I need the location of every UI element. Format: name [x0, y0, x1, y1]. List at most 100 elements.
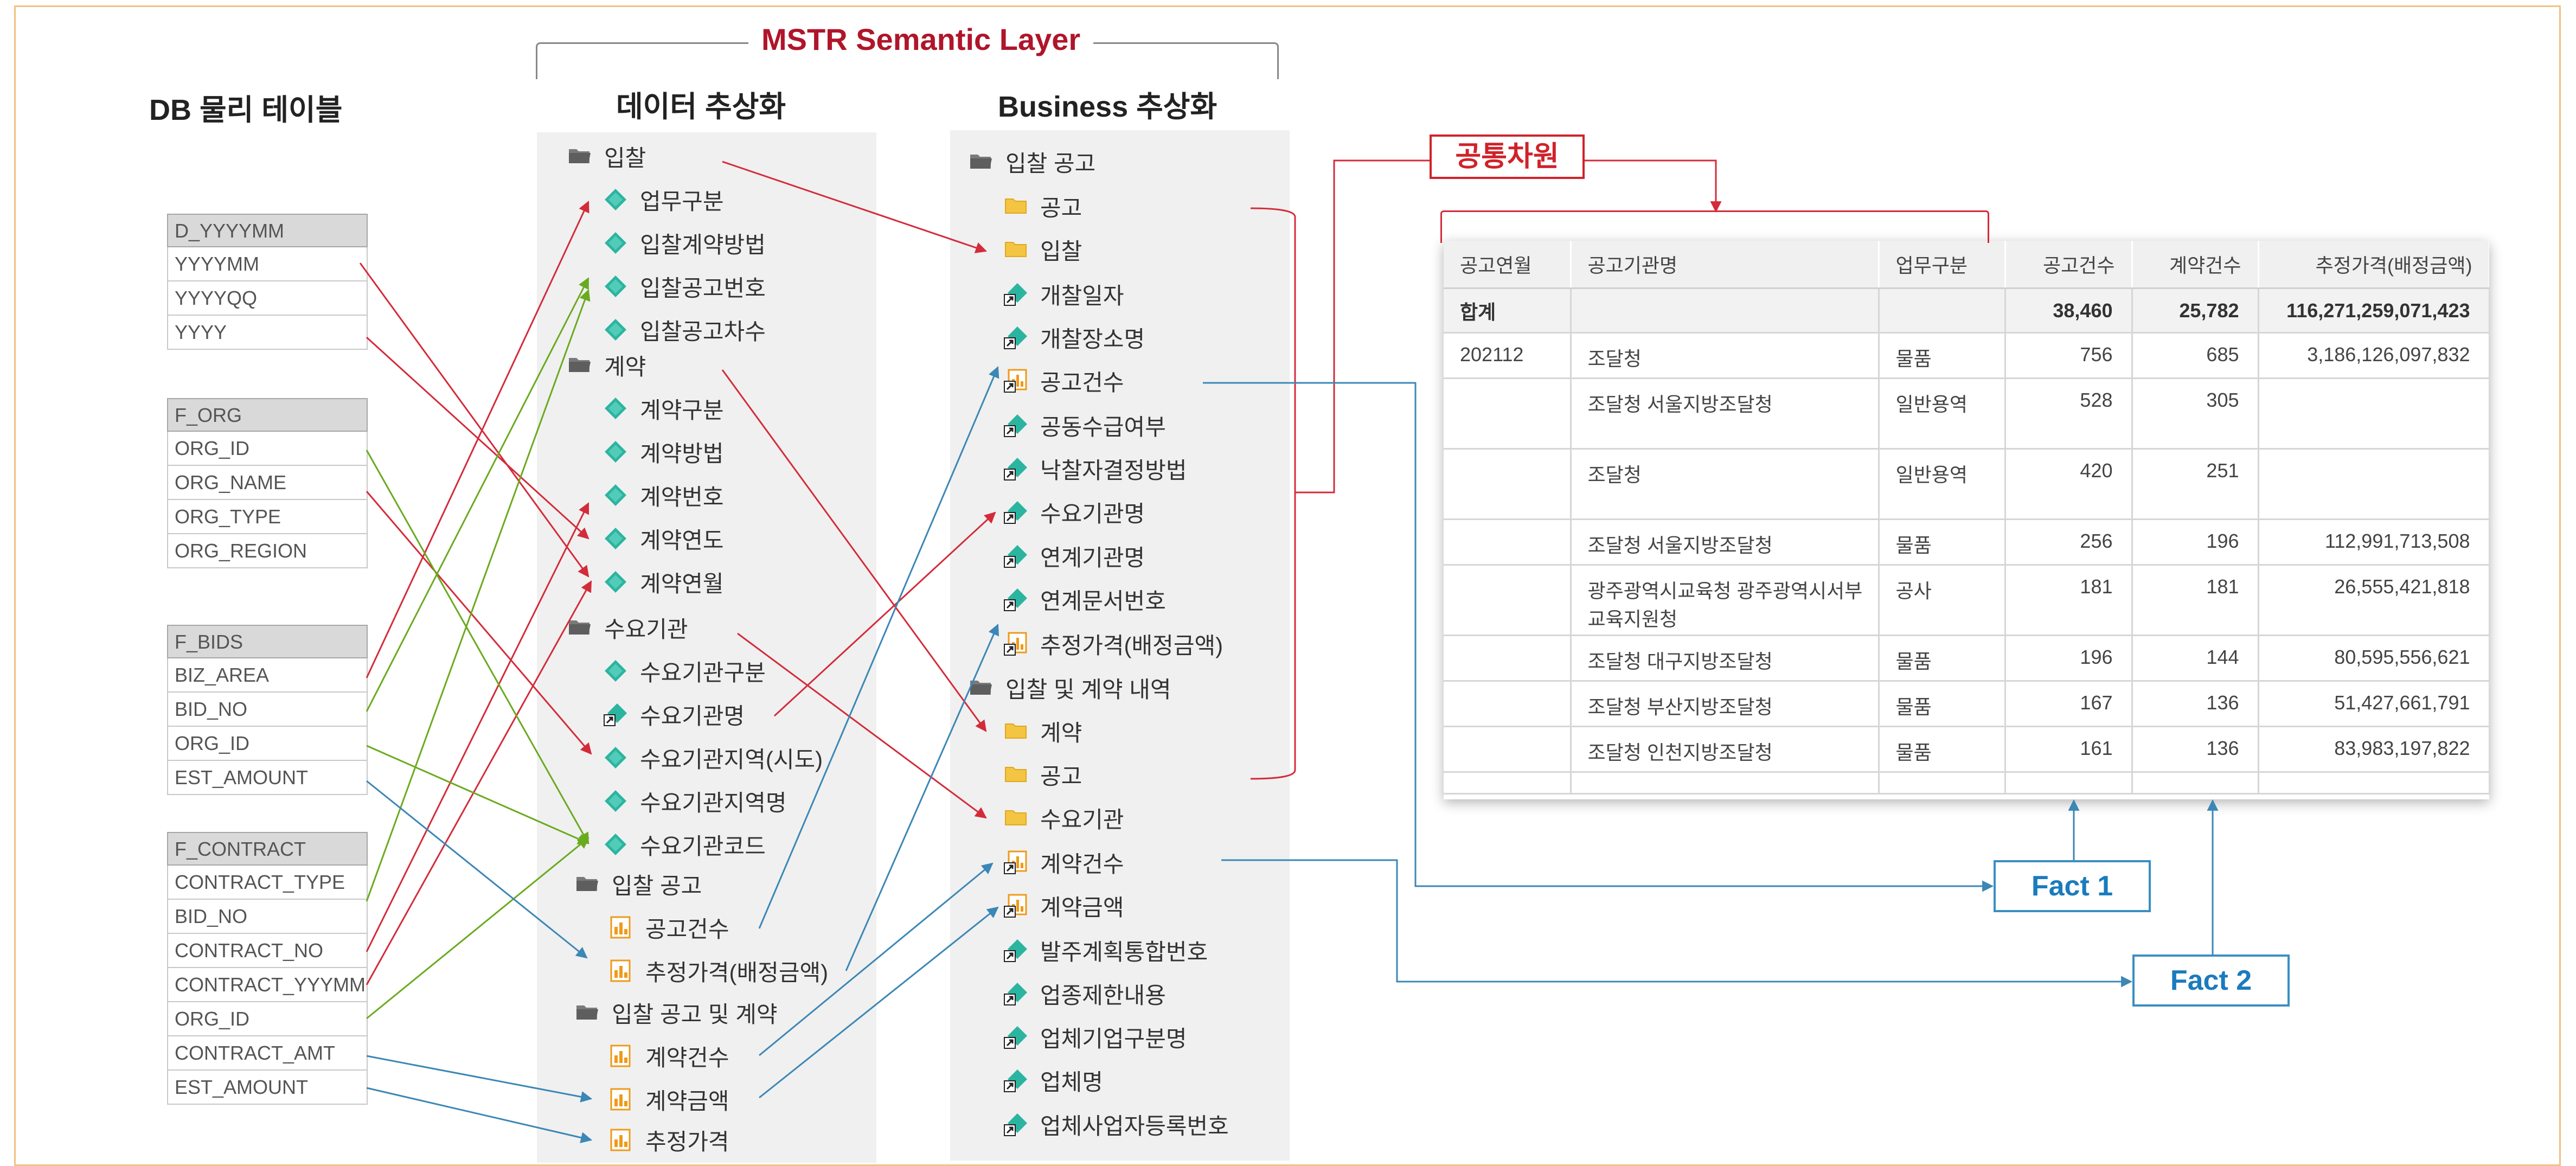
report-cell: 조달청 인천지방조달청 [1571, 726, 1880, 773]
report-column-header[interactable]: 공고기관명 [1571, 241, 1880, 289]
business-item-shortcut[interactable]: 발주계획통합번호 [1003, 931, 1208, 969]
data-item-attribute[interactable]: 수요기관지역(시도) [603, 739, 823, 777]
business-item-label: 입찰 및 계약 내역 [1005, 676, 1171, 702]
data-item-label: 추정가격 [645, 1129, 729, 1155]
data-item-attribute[interactable]: 수요기관코드 [603, 825, 766, 863]
report-column-header[interactable]: 업무구분 [1879, 241, 2006, 289]
business-item-shortcut[interactable]: 업체명 [1003, 1061, 1103, 1099]
business-item-label: 공고건수 [1040, 369, 1124, 395]
report-cell: 256 [2005, 519, 2133, 566]
business-item-metric-shortcut[interactable]: 공고건수 [1003, 362, 1124, 400]
data-item-attribute[interactable]: 계약구분 [603, 389, 724, 427]
business-item-shortcut[interactable]: 업체기업구분명 [1003, 1018, 1187, 1056]
business-item-folder[interactable]: 입찰 및 계약 내역 [969, 669, 1171, 707]
data-item-folder[interactable]: 입찰 [567, 137, 646, 175]
data-item-attribute[interactable]: 수요기관구분 [603, 652, 766, 690]
data-item-label: 공고건수 [645, 916, 729, 942]
business-item-label: 개찰장소명 [1040, 326, 1145, 352]
attribute-icon [603, 317, 628, 342]
report-cell [2258, 772, 2489, 795]
connector-line [366, 780, 588, 959]
business-item-label: 공동수급여부 [1040, 414, 1166, 440]
report-column-header[interactable]: 계약건수 [2132, 241, 2259, 289]
data-item-metric[interactable]: 추정가격 [608, 1121, 729, 1159]
attribute-icon [603, 789, 628, 813]
business-item-subfolder[interactable]: 공고 [1003, 187, 1082, 225]
attribute-shortcut-icon [1003, 1024, 1028, 1049]
business-item-label: 계약건수 [1040, 851, 1124, 877]
business-item-shortcut[interactable]: 연계문서번호 [1003, 580, 1166, 618]
connector-line [773, 511, 996, 717]
business-item-shortcut[interactable]: 낙찰자결정방법 [1003, 450, 1187, 488]
business-item-label: 업체기업구분명 [1040, 1026, 1187, 1052]
business-item-subfolder[interactable]: 계약 [1003, 712, 1082, 750]
business-item-shortcut[interactable]: 연계기관명 [1003, 537, 1145, 575]
fact-1-label: Fact 1 [1994, 860, 2151, 912]
data-item-attribute[interactable]: 계약연월 [603, 563, 724, 601]
report-column-header[interactable]: 공고건수 [2005, 241, 2133, 289]
report-cell: 26,555,421,818 [2258, 565, 2489, 636]
business-item-subfolder[interactable]: 수요기관 [1003, 799, 1124, 837]
data-item-attribute[interactable]: 입찰계약방법 [603, 224, 766, 262]
business-item-label: 공고 [1040, 763, 1082, 789]
business-item-shortcut[interactable]: 업종제한내용 [1003, 975, 1166, 1013]
data-item-folder[interactable]: 입찰 공고 및 계약 [575, 994, 778, 1032]
data-item-attribute[interactable]: 입찰공고차수 [603, 311, 766, 349]
report-cell: 조달청 서울지방조달청 [1571, 378, 1880, 450]
business-item-shortcut[interactable]: 개찰일자 [1003, 275, 1124, 313]
report-cell [1444, 378, 1572, 450]
data-item-folder[interactable]: 계약 [567, 346, 646, 384]
db-column: EST_AMOUNT [167, 761, 368, 795]
report-cell: 물품 [1879, 519, 2006, 566]
attribute-icon [603, 483, 628, 508]
data-item-attribute[interactable]: 업무구분 [603, 181, 724, 219]
attribute-shortcut-icon [1003, 938, 1028, 963]
data-item-metric[interactable]: 공고건수 [608, 908, 729, 946]
data-item-label: 계약구분 [640, 397, 724, 423]
db-column: ORG_TYPE [167, 500, 368, 534]
report-cell: 80,595,556,621 [2258, 635, 2489, 682]
business-item-shortcut[interactable]: 공동수급여부 [1003, 406, 1166, 444]
business-item-subfolder[interactable]: 공고 [1003, 755, 1082, 793]
business-item-shortcut[interactable]: 개찰장소명 [1003, 318, 1145, 356]
data-item-shortcut[interactable]: 수요기관명 [603, 695, 745, 733]
report-column-header[interactable]: 추정가격(배정금액) [2258, 241, 2489, 289]
attribute-icon [603, 439, 628, 464]
data-item-folder[interactable]: 입찰 공고 [575, 865, 702, 903]
data-item-attribute[interactable]: 계약번호 [603, 476, 724, 514]
report-cell: 83,983,197,822 [2258, 726, 2489, 773]
data-item-metric[interactable]: 계약금액 [608, 1080, 729, 1118]
report-cell: 물품 [1879, 726, 2006, 773]
report-cell [2258, 449, 2489, 520]
business-item-subfolder[interactable]: 입찰 [1003, 230, 1082, 268]
data-item-label: 수요기관명 [640, 703, 745, 729]
report-cell: 3,186,126,097,832 [2258, 332, 2489, 379]
data-item-attribute[interactable]: 수요기관지역명 [603, 782, 786, 820]
folder-dark-icon [567, 615, 592, 640]
data-item-label: 입찰공고번호 [640, 275, 766, 301]
report-cell: 25,782 [2132, 288, 2259, 334]
report-cell [1444, 681, 1572, 727]
data-item-folder[interactable]: 수요기관 [567, 608, 688, 646]
business-item-metric-shortcut[interactable]: 추정가격(배정금액) [1003, 625, 1223, 663]
report-cell: 528 [2005, 378, 2133, 450]
data-item-metric[interactable]: 추정가격(배정금액) [608, 952, 828, 990]
business-item-folder[interactable]: 입찰 공고 [969, 143, 1095, 181]
business-item-shortcut[interactable]: 수요기관명 [1003, 493, 1145, 531]
report-cell: 420 [2005, 449, 2133, 520]
report-column-header[interactable]: 공고연월 [1444, 241, 1572, 289]
data-item-attribute[interactable]: 입찰공고번호 [603, 267, 766, 305]
business-item-shortcut[interactable]: 업체사업자등록번호 [1003, 1105, 1229, 1143]
data-item-attribute[interactable]: 계약방법 [603, 433, 724, 471]
business-item-metric-shortcut[interactable]: 계약금액 [1003, 887, 1124, 925]
business-item-metric-shortcut[interactable]: 계약건수 [1003, 843, 1124, 881]
data-item-metric[interactable]: 계약건수 [608, 1037, 729, 1075]
data-item-attribute[interactable]: 계약연도 [603, 520, 724, 558]
report-cell [2005, 772, 2133, 795]
